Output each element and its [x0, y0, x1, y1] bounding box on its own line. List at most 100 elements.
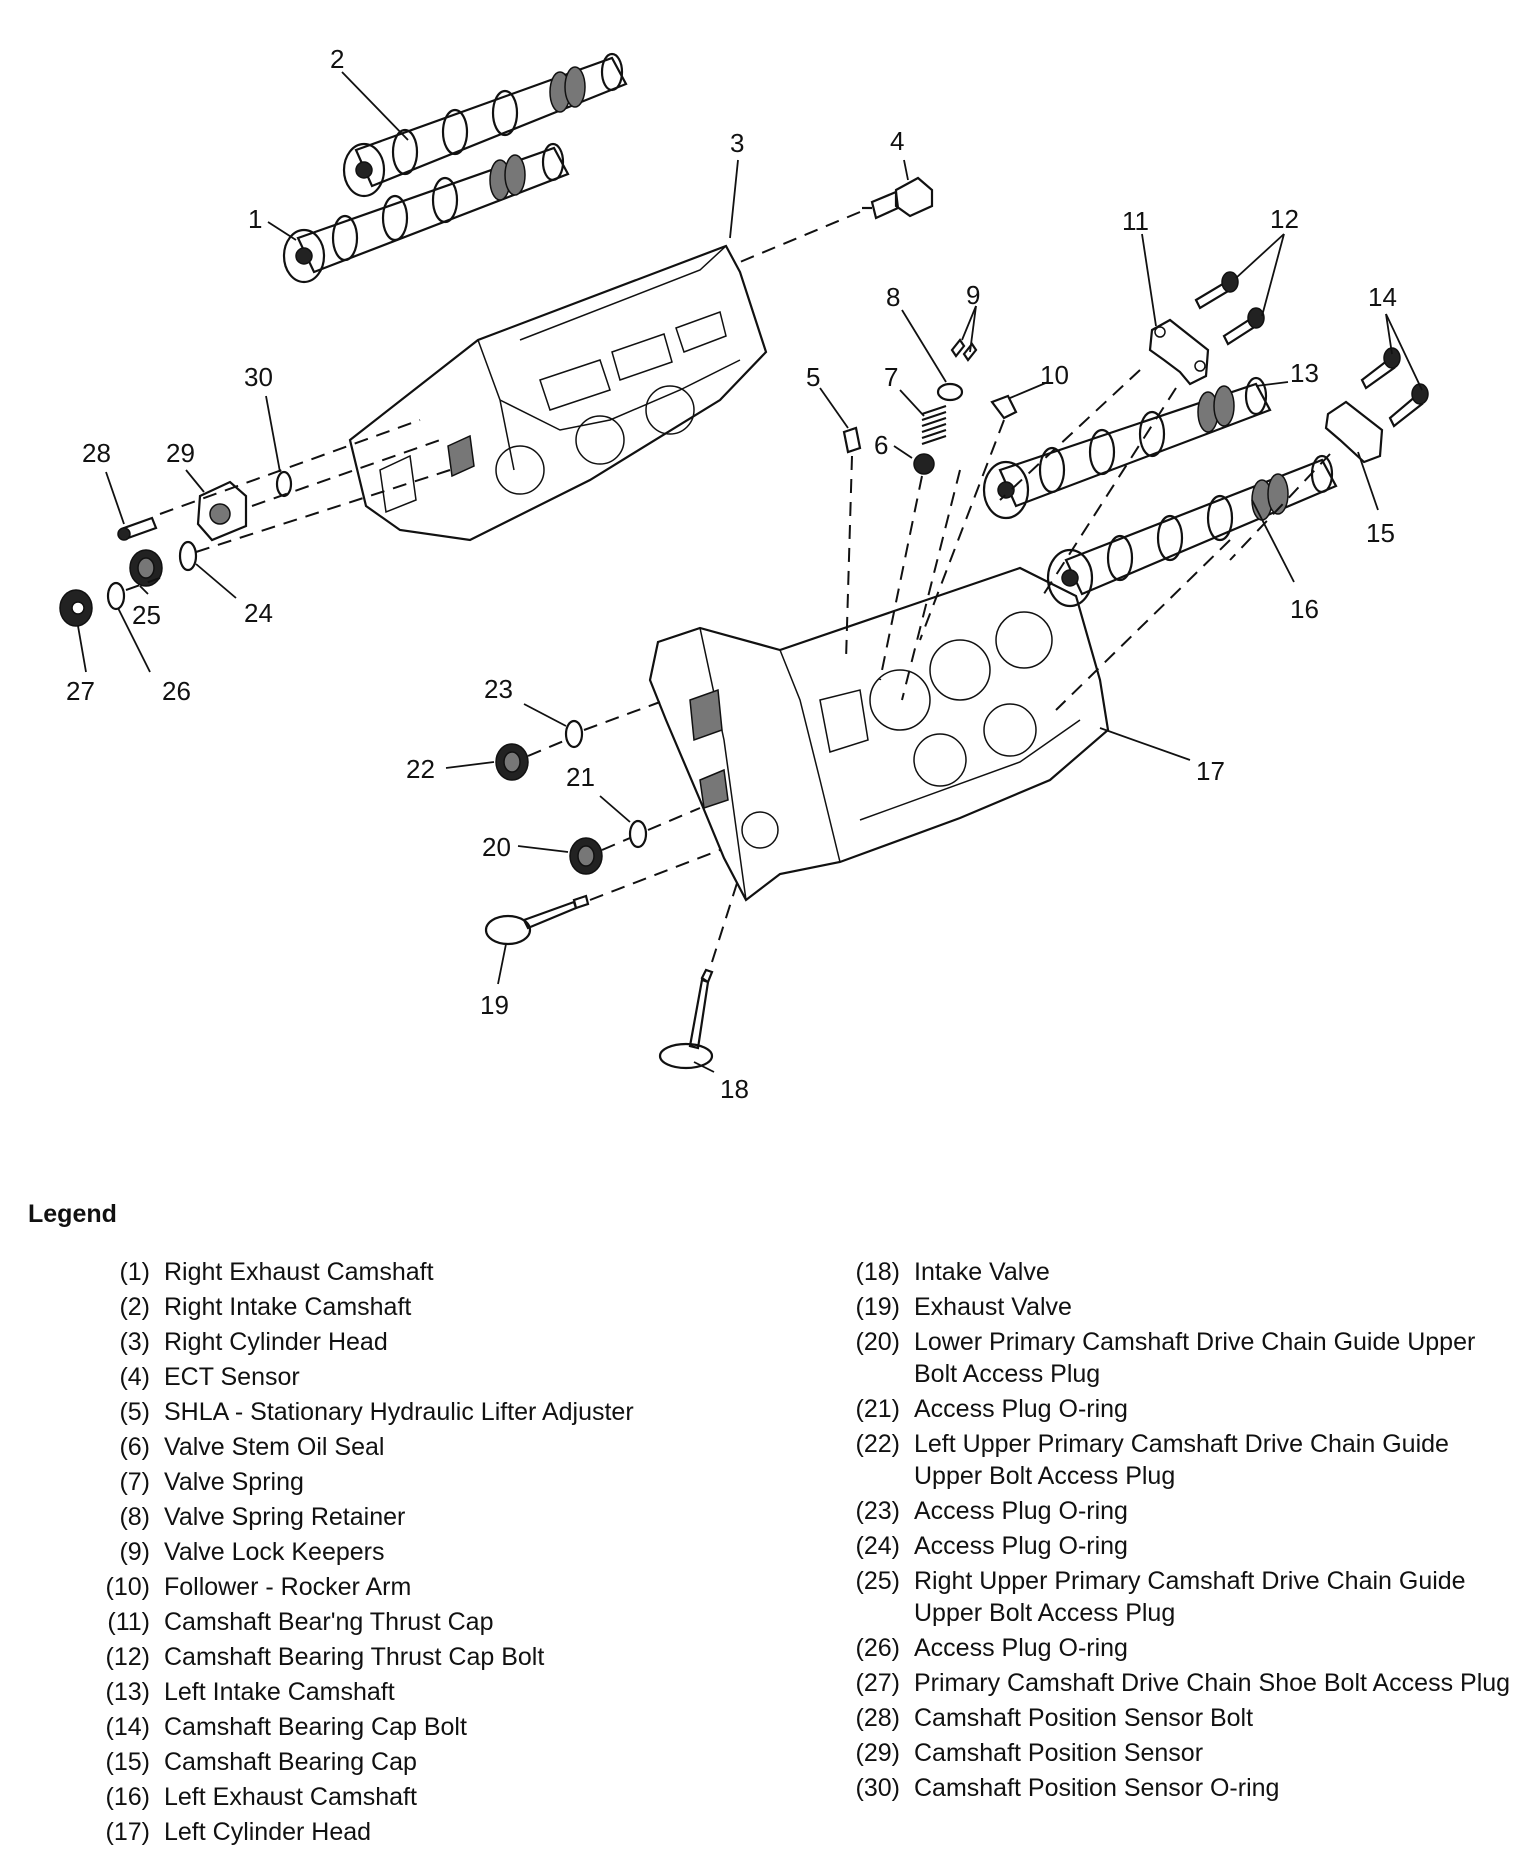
- legend-item-text: Follower - Rocker Arm: [164, 1573, 412, 1601]
- legend-item: (8) Valve Spring Retainer: [62, 1501, 762, 1533]
- camshaft-bearing-thrust-cap: [1148, 318, 1210, 386]
- callout-18: 18: [720, 1074, 749, 1104]
- legend-item-text: ECT Sensor: [164, 1363, 300, 1391]
- left-upper-access-plug: [495, 743, 529, 781]
- legend-item: (13)Left Intake Camshaft: [62, 1676, 762, 1708]
- legend-item: (25)Right Upper Primary Camshaft Drive C…: [812, 1565, 1512, 1629]
- intake-valve: [658, 968, 714, 1070]
- legend-title: Legend: [28, 1200, 117, 1228]
- valve-lock-keepers: [950, 338, 978, 362]
- callout-7: 7: [884, 362, 898, 392]
- callout-17: 17: [1196, 756, 1225, 786]
- legend-item-text: Right Upper Primary Camshaft Drive Chain…: [914, 1567, 1466, 1627]
- legend-item: (28)Camshaft Position Sensor Bolt: [812, 1702, 1512, 1734]
- callout-27: 27: [66, 676, 95, 706]
- callout-3: 3: [730, 128, 744, 158]
- legend-item-text: Left Upper Primary Camshaft Drive Chain …: [914, 1430, 1449, 1490]
- legend-item-number: (23): [855, 1497, 900, 1525]
- legend-item-number: (28): [855, 1704, 900, 1732]
- ect-sensor: [862, 176, 934, 220]
- camshaft-position-sensor: [196, 480, 248, 542]
- legend-item-text: Access Plug O-ring: [914, 1497, 1128, 1525]
- legend-item: (7)Valve Spring: [62, 1466, 762, 1498]
- legend-item-number: (29): [855, 1739, 900, 1767]
- exhaust-valve: [484, 894, 590, 946]
- callout-16: 16: [1290, 594, 1319, 624]
- callout-15: 15: [1366, 518, 1395, 548]
- legend-item-number: (9): [119, 1538, 150, 1566]
- legend-item-number: (20): [855, 1328, 900, 1356]
- access-plug-o-ring-26: [106, 581, 126, 611]
- legend-item-number: (18): [855, 1258, 900, 1286]
- callout-28: 28: [82, 438, 111, 468]
- callout-26: 26: [162, 676, 191, 706]
- callout-19: 19: [480, 990, 509, 1020]
- callout-6: 6: [874, 430, 888, 460]
- legend-item-number: (8): [119, 1503, 150, 1531]
- legend-item: (3) Right Cylinder Head: [62, 1326, 762, 1358]
- legend-item-text: Access Plug O-ring: [914, 1634, 1128, 1662]
- legend-item-text: Intake Valve: [914, 1258, 1050, 1286]
- callout-2: 2: [330, 44, 344, 74]
- callout-8: 8: [886, 282, 900, 312]
- legend-item-number: (3): [119, 1328, 150, 1356]
- legend-item: (21)Access Plug O-ring: [812, 1393, 1512, 1425]
- legend-item-text: Valve Spring Retainer: [164, 1503, 406, 1531]
- leader-lines: [77, 71, 1423, 1073]
- legend-item-number: (7): [119, 1468, 150, 1496]
- legend-item: (16)Left Exhaust Camshaft: [62, 1781, 762, 1813]
- legend-item-text: SHLA - Stationary Hydraulic Lifter Adjus…: [164, 1398, 634, 1426]
- callout-4: 4: [890, 126, 904, 156]
- follower-rocker-arm: [990, 394, 1018, 420]
- legend-item-text: Lower Primary Camshaft Drive Chain Guide…: [914, 1328, 1476, 1388]
- camshaft-bearing-cap-bolts: [1360, 347, 1429, 428]
- legend-item-text: Valve Lock Keepers: [164, 1538, 385, 1566]
- legend-item-text: Camshaft Bear'ng Thrust Cap: [164, 1608, 494, 1636]
- legend-item-text: Right Intake Camshaft: [164, 1293, 412, 1321]
- callout-21: 21: [566, 762, 595, 792]
- legend-item-number: (27): [855, 1669, 900, 1697]
- legend-item-number: (10): [105, 1573, 150, 1601]
- legend-item-text: Left Cylinder Head: [164, 1818, 372, 1846]
- legend-item: (5)SHLA - Stationary Hydraulic Lifter Ad…: [62, 1396, 762, 1428]
- legend-item-text: Exhaust Valve: [914, 1293, 1072, 1321]
- legend-item: (2)Right Intake Camshaft: [62, 1291, 762, 1323]
- access-plug-o-ring-21: [628, 819, 648, 849]
- legend-item-number: (15): [105, 1748, 150, 1776]
- right-cylinder-head: [348, 244, 768, 542]
- legend-item-text: Camshaft Position Sensor: [914, 1739, 1204, 1767]
- legend-item-text: Access Plug O-ring: [914, 1532, 1128, 1560]
- legend-item: (9) Valve Lock Keepers: [62, 1536, 762, 1568]
- legend-item: (18) Intake Valve: [812, 1256, 1512, 1288]
- exploded-view-diagram: 1 2 3 4 5 6 7 8 9 10 11 12 13 14 15 16 1…: [59, 44, 1429, 1104]
- callout-20: 20: [482, 832, 511, 862]
- right-intake-camshaft: [342, 52, 628, 198]
- legend-item: (20) Lower Primary Camshaft Drive Chain G…: [812, 1326, 1512, 1390]
- legend-item-number: (11): [107, 1608, 150, 1636]
- legend-item-number: (19): [855, 1293, 900, 1321]
- legend-item-text: Right Cylinder Head: [164, 1328, 388, 1356]
- callout-11: 11: [1122, 206, 1149, 236]
- legend-item-number: (22): [855, 1430, 900, 1458]
- legend-item: (27) Primary Camshaft Drive Chain Shoe Bo…: [812, 1667, 1512, 1699]
- legend-item-text: Primary Camshaft Drive Chain Shoe Bolt A…: [914, 1669, 1511, 1697]
- legend-item-text: Camshaft Position Sensor O-ring: [914, 1774, 1280, 1802]
- legend-item: (10) Follower - Rocker Arm: [62, 1571, 762, 1603]
- callout-25: 25: [132, 600, 161, 630]
- valve-stem-oil-seal: [913, 453, 935, 475]
- right-upper-access-plug: [129, 549, 163, 587]
- camshaft-position-sensor-bolt: [117, 516, 158, 541]
- legend-item: (14)Camshaft Bearing Cap Bolt: [62, 1711, 762, 1743]
- legend-item-text: Access Plug O-ring: [914, 1395, 1128, 1423]
- legend-item: (1)Right Exhaust Camshaft: [62, 1256, 762, 1288]
- legend: Legend (1)Right Exhaust Camshaft(2)Right…: [0, 1190, 1520, 1850]
- camshaft-position-sensor-o-ring: [275, 470, 293, 498]
- callout-1: 1: [248, 204, 262, 234]
- legend-item-number: (6): [119, 1433, 150, 1461]
- legend-item-text: Valve Stem Oil Seal: [164, 1433, 385, 1461]
- legend-item: (24)Access Plug O-ring: [812, 1530, 1512, 1562]
- legend-item: (11) Camshaft Bear'ng Thrust Cap: [62, 1606, 762, 1638]
- camshaft-bearing-thrust-cap-bolts: [1194, 271, 1265, 346]
- right-exhaust-camshaft: [282, 142, 570, 284]
- access-plug-o-ring-23: [564, 719, 584, 749]
